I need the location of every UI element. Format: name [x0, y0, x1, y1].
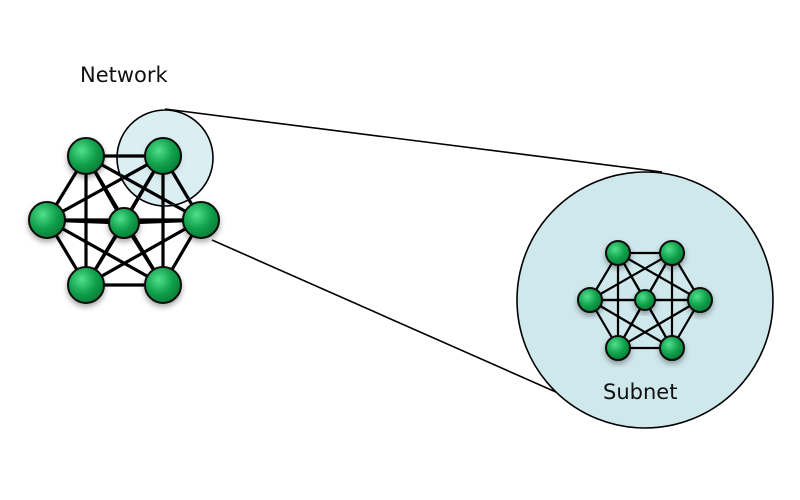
subnet-node-n4	[687, 287, 713, 313]
subnet-graph	[577, 240, 713, 361]
network-label: Network	[80, 63, 168, 87]
network-node-n6	[144, 266, 182, 304]
network-node-center	[108, 207, 140, 239]
subnet-label: Subnet	[603, 380, 678, 404]
zoom-connector-bottom	[211, 239, 593, 409]
subnet-node-n6	[659, 335, 685, 361]
subnet-node-n3	[577, 287, 603, 313]
overlay-node-n2	[144, 137, 182, 175]
subnet-node-n2	[659, 240, 685, 266]
network-node-n1	[67, 137, 105, 175]
subnet-edge-n2-n3	[588, 251, 674, 302]
overlay-edge-n2-n3	[118, 154, 165, 205]
network-node-n5	[67, 266, 105, 304]
highlight-clip-group	[118, 137, 212, 205]
subnet-nodes	[577, 240, 713, 361]
subnet-node-n1	[605, 240, 631, 266]
network-node-n3	[28, 201, 66, 239]
zoom-connector-top	[164, 108, 663, 173]
network-node-n4	[182, 201, 220, 239]
network-overlay	[118, 137, 212, 205]
subnet-node-center	[634, 289, 656, 311]
subnet-node-n5	[605, 335, 631, 361]
